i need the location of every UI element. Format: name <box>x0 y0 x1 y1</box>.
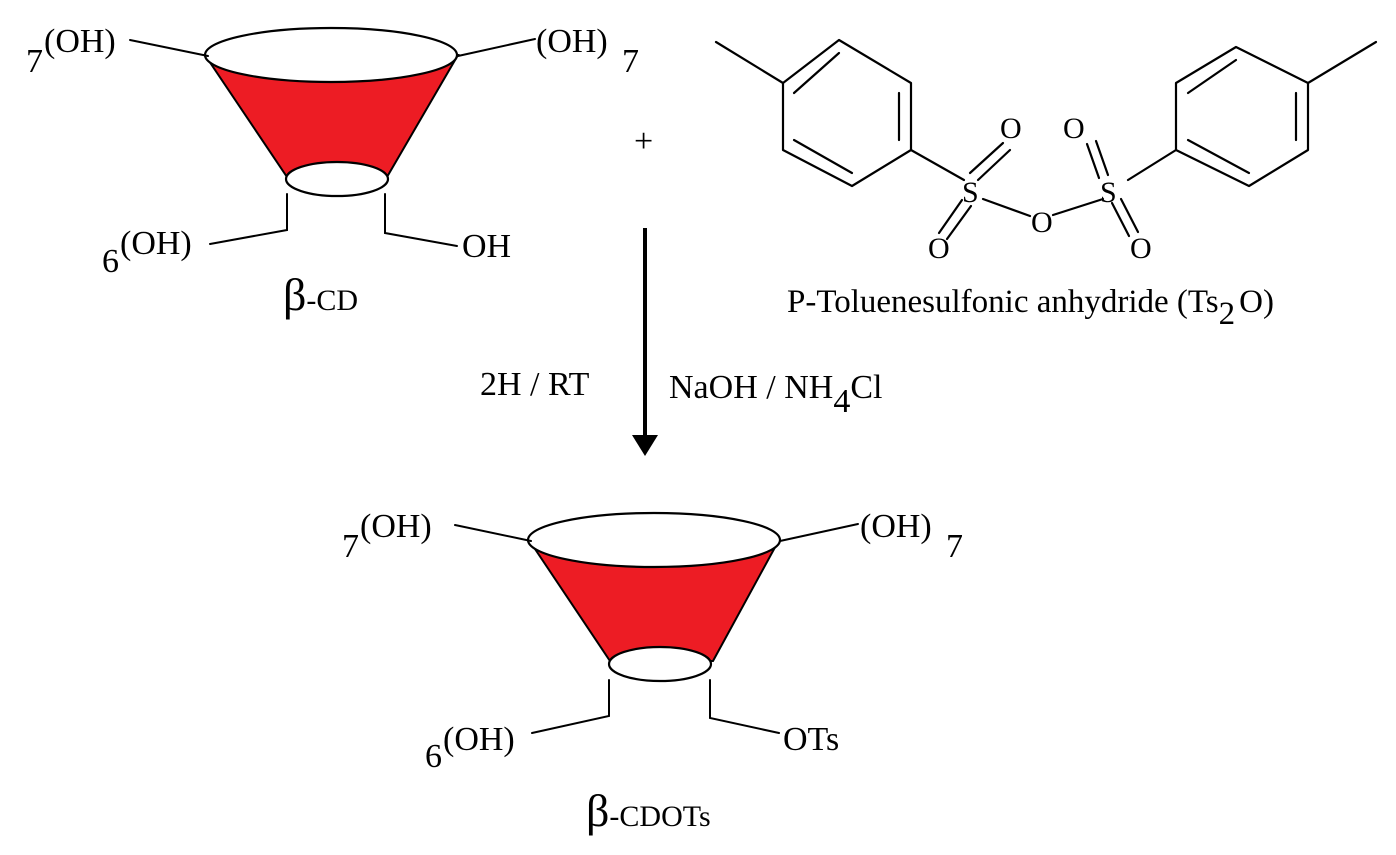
product-name: β-CDOTs <box>586 785 711 836</box>
left-sulfur-atom: S <box>962 176 979 209</box>
right-s-o-top-bond-a <box>1085 142 1101 180</box>
left-s-o-bottom-bond-b <box>945 204 973 241</box>
right-s-o-bottom-bond-b <box>1119 197 1140 234</box>
product-top-right-group: (OH) <box>860 508 932 545</box>
reactant-top-right-count: 7 <box>622 43 639 80</box>
reactant-top-left-count: 7 <box>26 43 43 80</box>
product-top-left-bond <box>454 524 532 542</box>
left-benzene-ring <box>781 38 913 188</box>
reactant-bottom-rim <box>284 160 390 198</box>
reactant-bottom-right-group: OH <box>462 228 511 265</box>
right-ring-inner-bond-3 <box>1186 138 1251 175</box>
product-top-rim <box>526 511 782 569</box>
right-top-oxygen-atom: O <box>1063 112 1085 145</box>
product-cyclodextrin: 7 (OH) (OH) 7 6 (OH) OTs β-CDOTs <box>342 508 963 836</box>
right-sulfur-atom: S <box>1100 176 1117 209</box>
reagent-tosyl-anhydride: S O O O S O O P-Toluenesulfonic anhydrid… <box>714 38 1378 332</box>
product-top-left-count: 7 <box>342 528 359 565</box>
bridge-oxygen-atom: O <box>1031 206 1053 239</box>
conditions-right: NaOH / NH4Cl <box>669 369 882 420</box>
right-s-bridge-bond <box>1051 197 1105 217</box>
right-s-o-top-bond-b <box>1094 139 1110 177</box>
reactant-top-right-group: (OH) <box>536 23 608 60</box>
reactant-top-rim <box>203 26 459 84</box>
right-ring-inner-bond-1 <box>1186 58 1238 95</box>
product-bottom-right-bond <box>709 679 780 734</box>
left-ring-inner-bond-3 <box>792 51 841 95</box>
right-s-o-bottom-bond-a <box>1110 201 1131 238</box>
plus-sign: + <box>634 123 653 160</box>
product-top-right-count: 7 <box>946 528 963 565</box>
left-methyl-bond <box>714 40 785 85</box>
reactant-bottom-left-group: (OH) <box>120 225 192 262</box>
left-s-o-top-bond-b <box>976 148 1012 182</box>
right-sulfur-to-ring <box>1126 148 1178 182</box>
product-bottom-left-count: 6 <box>425 738 442 775</box>
right-bottom-oxygen-atom: O <box>1130 232 1152 265</box>
reactant-bottom-left-count: 6 <box>102 243 119 280</box>
left-s-o-bottom-bond-a <box>937 198 964 235</box>
reactant-cyclodextrin: 7 (OH) (OH) 7 6 (OH) OH β-CD <box>26 23 639 320</box>
reactant-top-left-bond <box>129 39 209 57</box>
conditions-left: 2H / RT <box>480 366 590 403</box>
left-s-bridge-bond <box>981 197 1032 218</box>
reactant-top-right-bond <box>457 38 536 57</box>
left-ring-inner-bond-2 <box>792 138 854 175</box>
reactant-top-left-group: (OH) <box>44 23 116 60</box>
reaction-arrow <box>632 228 658 456</box>
product-top-right-bond <box>779 523 859 542</box>
product-top-left-group: (OH) <box>360 508 432 545</box>
product-bottom-left-bond <box>531 679 610 734</box>
reactant-bottom-left-bond <box>209 193 288 245</box>
product-bottom-right-group: OTs <box>783 721 839 758</box>
product-bottom-left-group: (OH) <box>443 721 515 758</box>
left-top-oxygen-atom: O <box>1000 112 1022 145</box>
left-bottom-oxygen-atom: O <box>928 232 950 265</box>
reactant-name: β-CD <box>283 269 358 320</box>
reactant-bottom-right-bond <box>384 193 458 247</box>
left-s-o-top-bond-a <box>968 141 1005 175</box>
left-ring-to-sulfur <box>909 148 966 182</box>
right-benzene-ring <box>1174 45 1310 188</box>
right-methyl-bond <box>1306 40 1378 85</box>
arrow-head <box>632 435 658 456</box>
product-bottom-rim <box>607 645 713 683</box>
